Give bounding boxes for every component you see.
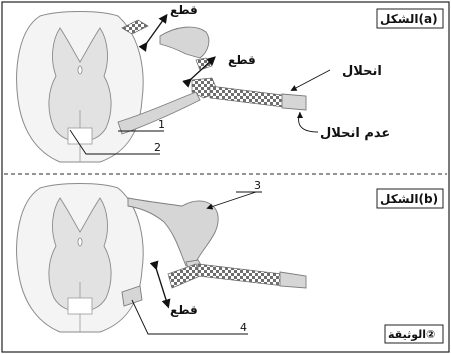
spinal-nerve-end-b	[280, 272, 306, 288]
figure-a-title: الشكل(a)	[380, 12, 438, 26]
no-degeneration-arrowhead	[297, 112, 303, 118]
cut-label-top: قطع	[170, 3, 198, 17]
ventral-root-degenerated-b	[168, 264, 200, 288]
central-canal-a	[78, 66, 82, 74]
label-4: 4	[240, 321, 247, 334]
figure-b-title: الشكل(b)	[380, 192, 438, 206]
document-label: الوثيقة②	[388, 328, 435, 341]
cut-arrow-b	[156, 268, 168, 306]
label-1: 1	[158, 118, 165, 131]
degeneration-label: انحلال	[342, 64, 382, 79]
label-2: 2	[154, 141, 161, 154]
figure-b: قطع 3 4 الشكل(b) الوثيقة②	[17, 179, 443, 343]
cord-base-a	[68, 128, 92, 144]
leader-3	[208, 192, 256, 208]
cut-label-mid: قطع	[228, 53, 256, 67]
label-3: 3	[254, 179, 261, 192]
spinal-nerve-degenerated-a	[210, 86, 292, 108]
dorsal-root-ganglion-a	[160, 27, 209, 58]
central-canal-b	[78, 238, 82, 246]
no-degeneration-label: عدم انحلال	[320, 126, 390, 141]
spinal-nerve-degenerated-b	[198, 264, 284, 286]
ganglion-distal-segment	[196, 58, 212, 70]
figure-a: قطع قطع انحلال عدم انحلال 1 2 الشكل(a)	[17, 3, 443, 162]
spinal-nerve-end-a	[282, 94, 306, 110]
cut-label-b: قطع	[170, 303, 198, 317]
cord-base-b	[68, 298, 92, 314]
degeneration-pointer	[292, 70, 330, 90]
